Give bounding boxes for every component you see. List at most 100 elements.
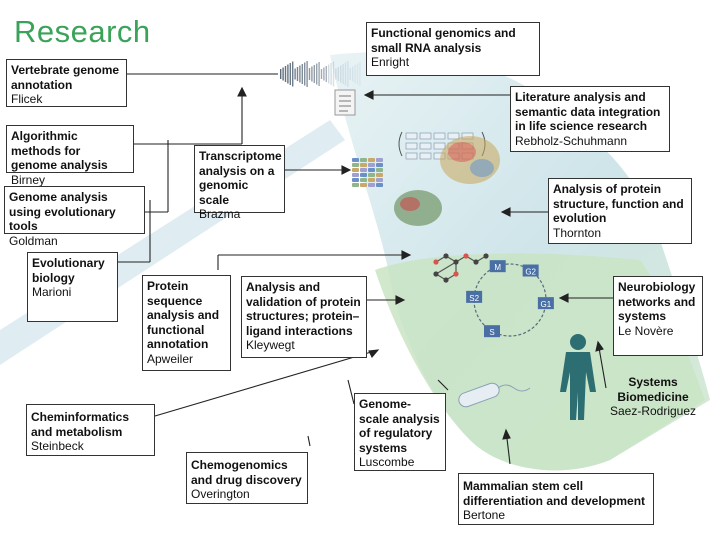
group-leader: Rebholz-Schuhmann — [515, 133, 628, 148]
molecule-icon — [433, 253, 489, 283]
group-leader: Bertone — [463, 508, 506, 522]
cycle-phase-label: S — [489, 328, 494, 337]
group-leader: Flicek — [11, 92, 43, 106]
barcode-bar — [311, 66, 313, 82]
barcode-bar — [294, 68, 296, 80]
barcode-bar — [328, 64, 330, 84]
cycle-phase-box — [522, 264, 539, 277]
barcode-bar — [284, 66, 287, 82]
cycle-phase-label: M — [494, 263, 501, 272]
group-title: Algorithmic methods for genome analysis — [11, 129, 108, 172]
barcode-bar — [318, 62, 320, 86]
group-luscombe: Genome-scale analysis of regulatory syst… — [354, 393, 446, 471]
cycle-phase-label: G1 — [541, 300, 552, 309]
barcode-bar — [316, 63, 318, 85]
bacterium-icon — [458, 382, 531, 408]
group-leader: Steinbeck — [31, 439, 84, 453]
sequence-barcode — [280, 61, 361, 87]
group-enright: Functional genomics and small RNA analys… — [366, 22, 540, 76]
barcode-bar — [296, 67, 299, 81]
group-leader: Enright — [371, 55, 410, 69]
cycle-phase-label: G2 — [525, 268, 536, 277]
group-flicek: Vertebrate genome annotation Flicek — [6, 59, 127, 107]
array-cell — [376, 173, 383, 177]
array-cell — [376, 168, 383, 172]
group-title: Vertebrate genome annotation — [11, 63, 120, 92]
graph-node — [433, 142, 446, 150]
array-cell — [360, 178, 367, 182]
barcode-bar — [352, 66, 354, 82]
group-title: Mammalian stem cell differentiation and … — [463, 479, 646, 508]
group-leader: Saez-Rodriguez — [609, 404, 697, 418]
protein-complex-icon — [394, 190, 442, 226]
array-cell — [352, 168, 359, 172]
array-cell — [368, 158, 375, 162]
group-birney: Algorithmic methods for genome analysis … — [6, 125, 134, 187]
array-cell — [360, 183, 367, 187]
group-title: Neurobiology networks and systems — [618, 280, 696, 323]
atom — [473, 259, 479, 265]
atom — [433, 271, 439, 277]
group-leader: Goldman — [9, 233, 58, 248]
array-cell — [368, 178, 375, 182]
group-marioni: Evolutionary biology Marioni — [27, 252, 118, 322]
microarray-icon — [352, 158, 383, 187]
barcode-bar — [323, 67, 325, 81]
array-cell — [360, 173, 367, 177]
barcode-bar — [335, 68, 337, 80]
graph-node — [405, 142, 418, 150]
human-silhouette-icon — [560, 334, 596, 420]
group-overington: Chemogenomics and drug discovery Overing… — [186, 452, 308, 504]
array-cell — [352, 158, 359, 162]
bond — [435, 255, 467, 275]
group-leader: Marioni — [32, 285, 72, 299]
barcode-bar — [313, 65, 315, 83]
page-title: Research — [14, 14, 151, 49]
barcode-bar — [282, 67, 284, 81]
group-kleywegt: Analysis and validation of protein struc… — [241, 276, 367, 358]
barcode-bar — [347, 61, 349, 87]
array-cell — [376, 178, 383, 182]
group-title: Analysis and validation of protein struc… — [246, 280, 361, 338]
barcode-bar — [280, 69, 282, 79]
barcode-bar — [337, 67, 339, 81]
group-title: Literature analysis and semantic data in… — [515, 90, 661, 133]
atom — [443, 253, 449, 259]
group-title: Analysis of protein structure, function … — [553, 182, 684, 225]
group-leader: Overington — [191, 487, 250, 501]
group-goldman: Genome analysis using evolutionary tools… — [4, 186, 145, 248]
document-icon — [334, 89, 356, 116]
array-cell — [360, 163, 367, 167]
barcode-bar — [325, 66, 327, 82]
array-cell — [352, 163, 359, 167]
array-cell — [368, 183, 375, 187]
group-lenovere: Neurobiology networks and systems Le Nov… — [613, 276, 703, 356]
group-title: Genome analysis using evolutionary tools — [9, 190, 116, 233]
barcode-bar — [354, 65, 356, 83]
group-title: Transcriptome analysis on a genomic scal… — [199, 149, 282, 207]
barcode-bar — [289, 63, 291, 85]
graph-node — [405, 132, 418, 140]
protein-structure-icon — [440, 136, 500, 184]
barcode-bar — [299, 65, 301, 83]
atom — [463, 253, 469, 259]
cycle-phase-box — [537, 297, 554, 310]
graph-node — [419, 132, 432, 140]
group-apweiler: Protein sequence analysis and functional… — [142, 275, 231, 371]
atom — [453, 271, 459, 277]
barcode-bar — [306, 61, 308, 87]
group-leader: Brazma — [199, 207, 241, 221]
cycle-phase-box — [484, 325, 500, 338]
group-leader: Luscombe — [359, 455, 415, 469]
pointer-lines — [118, 73, 614, 465]
array-cell — [376, 158, 383, 162]
barcode-bar — [330, 63, 332, 85]
atom — [443, 277, 449, 283]
group-saez: Systems Biomedicine Saez-Rodriguez — [600, 372, 706, 422]
graph-node — [419, 142, 432, 150]
group-title: Chemogenomics and drug discovery — [191, 458, 302, 487]
array-cell — [352, 173, 359, 177]
barcode-bar — [349, 68, 351, 80]
array-cell — [368, 173, 375, 177]
